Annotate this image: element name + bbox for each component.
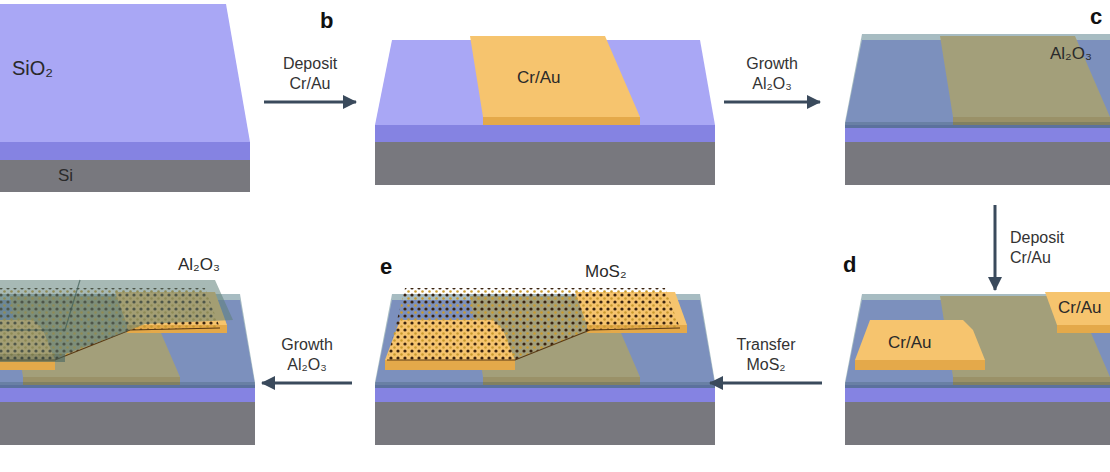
layer-label: Al₂O₃	[178, 255, 220, 275]
process-panel: dCr/AuCr/Au	[822, 290, 1110, 472]
gate-electrode	[470, 36, 640, 125]
top-dielectric	[0, 280, 233, 362]
panel-letter: c	[1090, 4, 1102, 30]
sio2-top	[0, 4, 250, 142]
layer-label: Si	[58, 166, 73, 186]
panel-f-illustration	[0, 280, 255, 445]
panel-c-illustration	[845, 34, 1110, 185]
panel-letter: b	[320, 8, 333, 34]
panel-a-illustration	[0, 4, 250, 192]
panel-e-illustration	[375, 288, 715, 445]
layer-label: Al₂O₃	[1050, 44, 1092, 64]
process-arrow	[262, 382, 352, 385]
mos2-layer	[387, 288, 680, 360]
panel-letter: e	[380, 254, 392, 280]
process-arrow	[710, 382, 822, 385]
step-label: Transfer MoS₂	[723, 335, 809, 375]
layer-label: SiO₂	[12, 56, 53, 80]
process-arrow	[724, 101, 820, 104]
panel-b-illustration	[375, 36, 715, 185]
step-label: Deposit Cr/Au	[1009, 228, 1095, 268]
process-panel: cAl₂O₃	[820, 10, 1110, 205]
process-panel: Al₂O₃	[0, 250, 262, 472]
sio2-front	[0, 142, 250, 160]
process-panel: bCr/Au	[356, 10, 724, 195]
layer-label: Cr/Au	[1058, 298, 1101, 318]
panel-d-illustration	[845, 292, 1110, 445]
process-panel: e MoS₂	[352, 250, 710, 472]
process-arrow	[994, 205, 997, 290]
process-arrow	[264, 101, 356, 104]
contact-pads	[855, 292, 1110, 370]
panel-letter: d	[843, 252, 856, 278]
step-label: Deposit Cr/Au	[267, 54, 353, 94]
layer-label: Cr/Au	[517, 68, 560, 88]
layer-label: Cr/Au	[888, 333, 931, 353]
dielectric	[845, 34, 1110, 128]
process-panel: SiO₂ Si	[0, 10, 264, 195]
step-label: Growth Al₂O₃	[729, 54, 815, 94]
step-label: Growth Al₂O₃	[264, 335, 350, 375]
si-front	[0, 160, 250, 192]
layer-label: MoS₂	[585, 262, 627, 282]
